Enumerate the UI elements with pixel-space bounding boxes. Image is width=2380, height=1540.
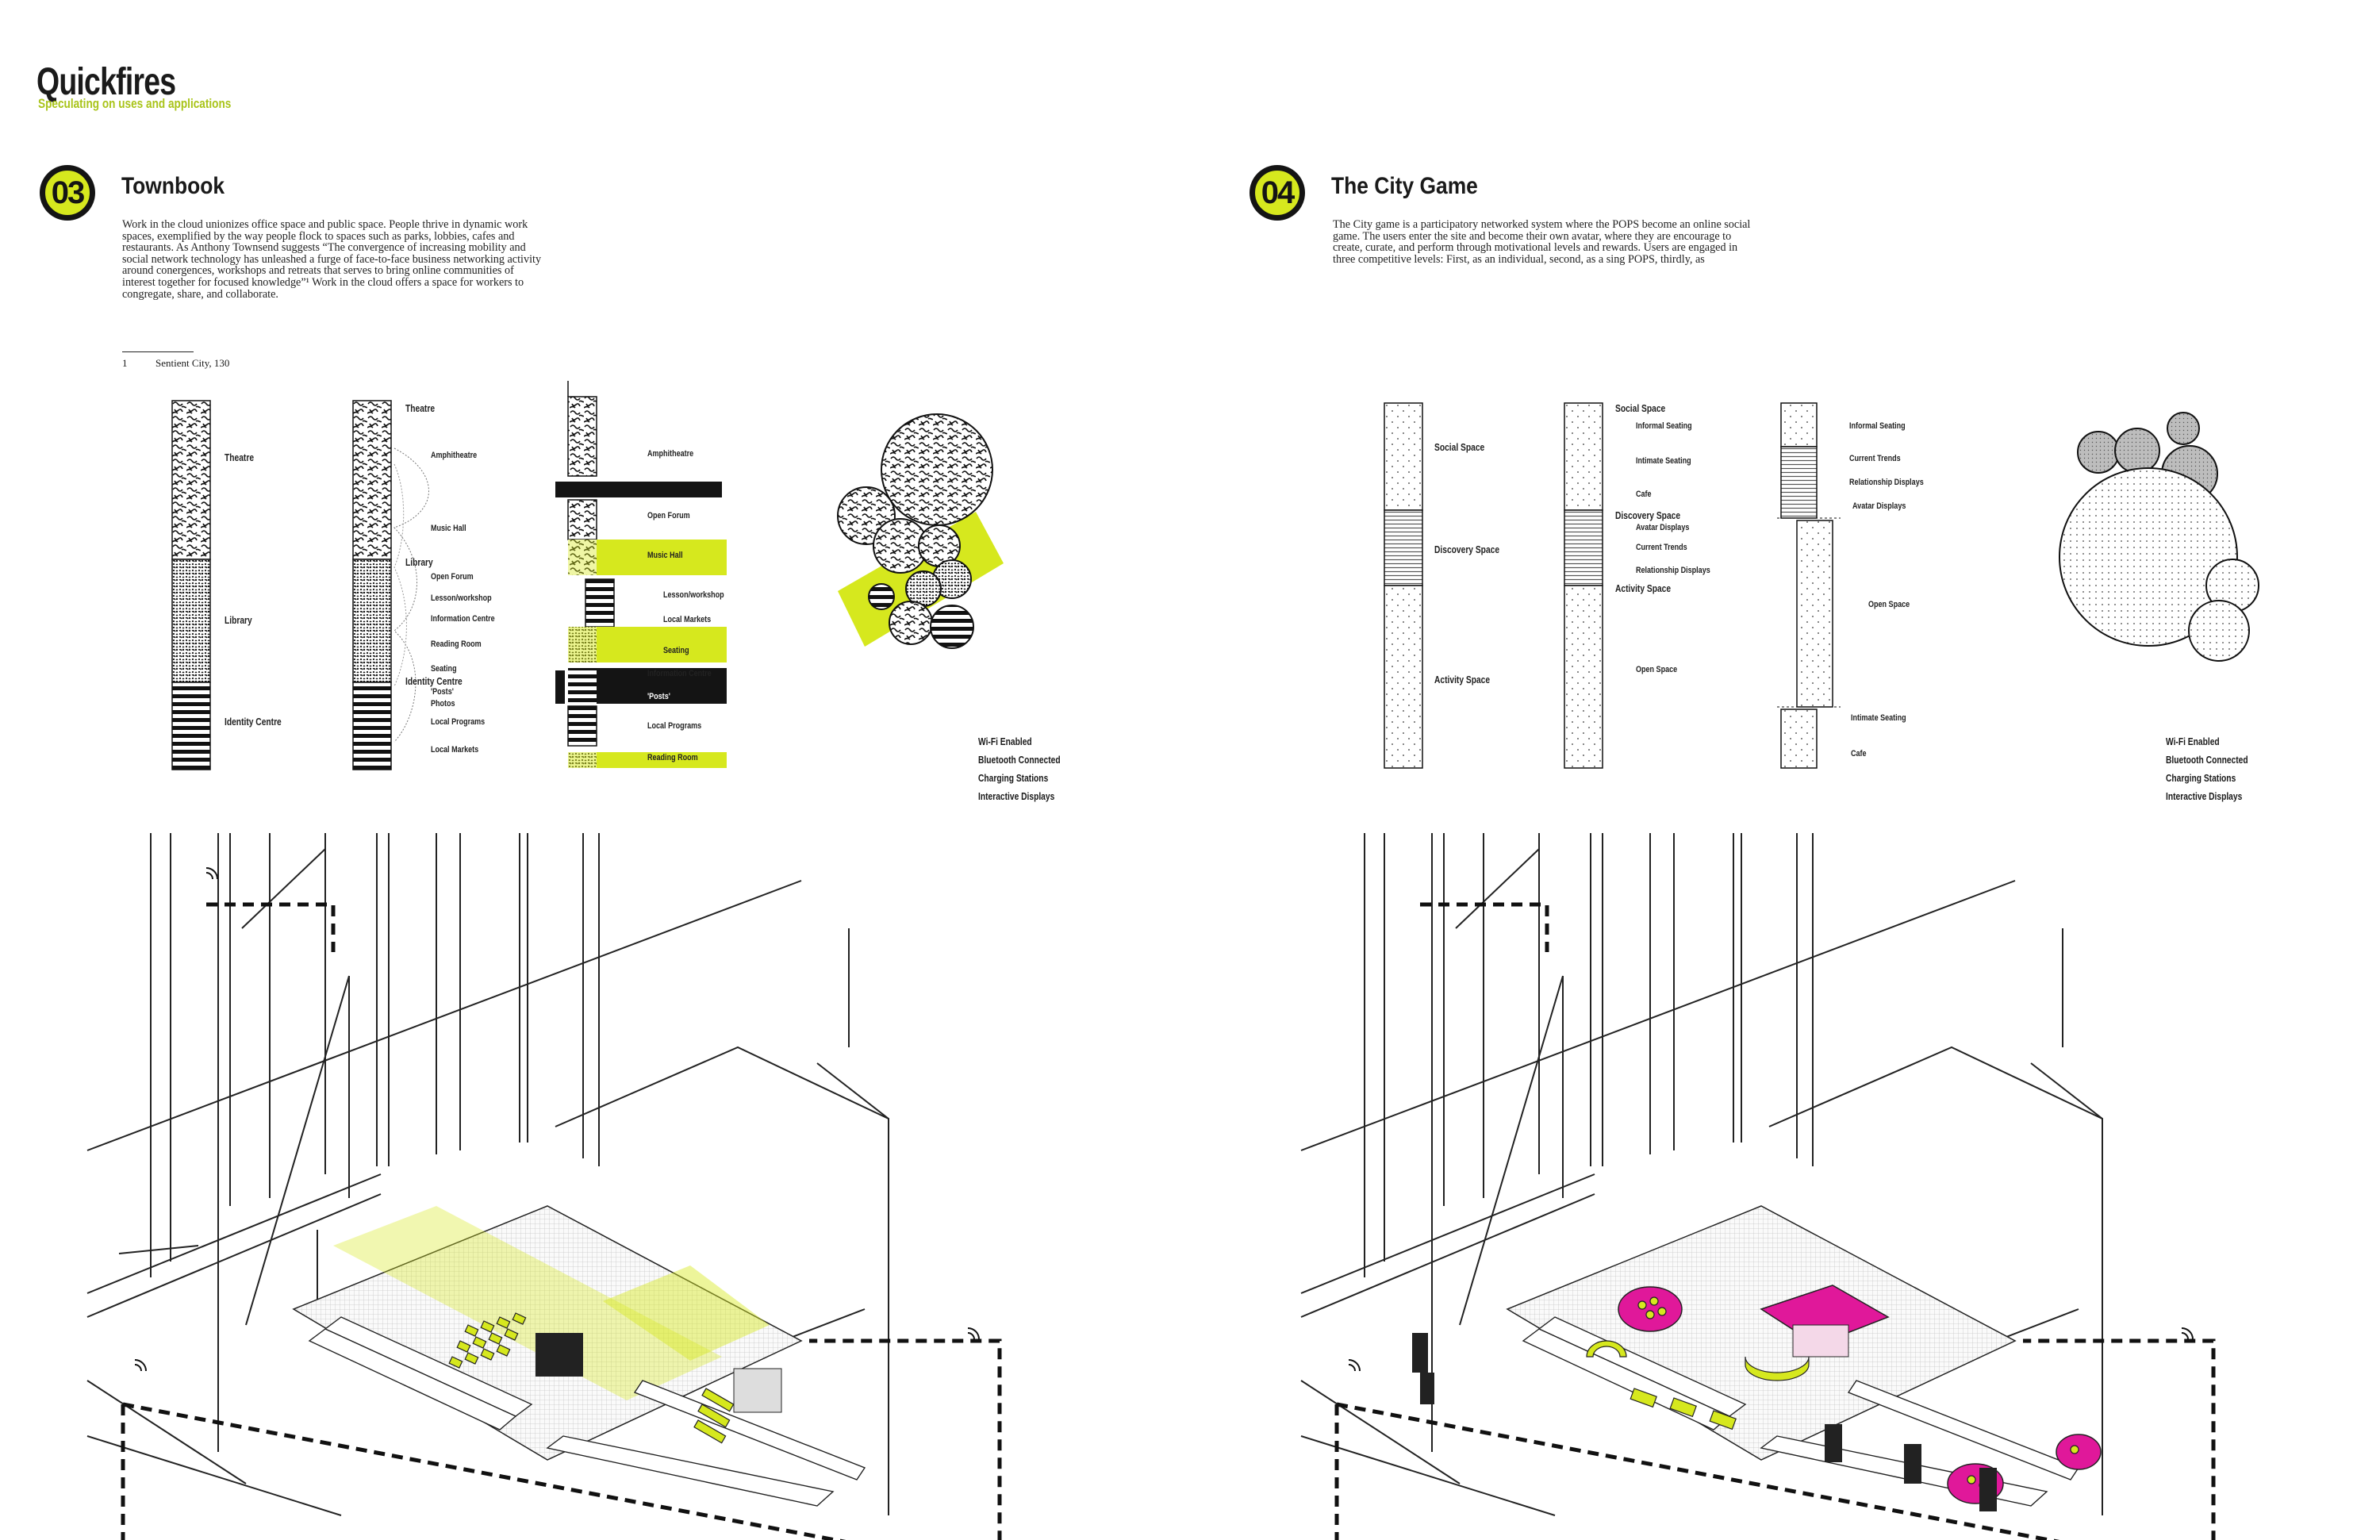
amenity-wifi: Wi-Fi Enabled (2166, 736, 2220, 747)
body-line: social network technology has unleashed … (122, 252, 542, 266)
space2-label-trends: Current Trends (1636, 543, 1687, 552)
body-line: Work in the cloud unionizes office space… (122, 218, 528, 231)
space-bar-2 (1564, 402, 1603, 769)
space2-label-social: Social Space (1615, 403, 1666, 414)
bar3-label-photos: Photos (647, 705, 672, 714)
section-number-badge: 04 (1250, 165, 1305, 221)
bar2-label-local-markets: Local Markets (431, 745, 479, 755)
body-line: interest together for focused knowledge”… (122, 275, 524, 289)
body-line: create, curate, and perform through moti… (1333, 241, 1738, 255)
bar2-label-local-programs: Local Programs (431, 717, 486, 727)
bar3-label-info: Information Centre (647, 669, 712, 678)
bar2-label-reading: Reading Room (431, 639, 482, 649)
space-label-discovery: Discovery Space (1434, 544, 1500, 555)
bar3-label-amphitheatre: Amphitheatre (647, 449, 694, 459)
amenity-charging: Charging Stations (978, 773, 1049, 784)
amenity-wifi: Wi-Fi Enabled (978, 736, 1032, 747)
axonometric-townbook (86, 833, 1002, 1540)
space3-label-avatar: Avatar Displays (1852, 501, 1906, 511)
space2-label-intimate: Intimate Seating (1636, 456, 1691, 466)
bar2-label-open-forum: Open Forum (431, 572, 474, 582)
bar2-label-lesson: Lesson/workshop (431, 593, 492, 603)
amenity-charging: Charging Stations (2166, 773, 2236, 784)
bar3-label-reading: Reading Room (647, 753, 698, 762)
bar2-label-amphitheatre: Amphitheatre (431, 451, 478, 460)
bar3-label-seating: Seating (663, 646, 689, 655)
space-label-social: Social Space (1434, 442, 1485, 453)
bar2-label-library: Library (405, 557, 433, 568)
program-bubbles (837, 413, 1004, 649)
space3-label-informal: Informal Seating (1849, 421, 1906, 431)
space-bar-3 (1777, 402, 1841, 769)
bar3-label-music-hall: Music Hall (647, 551, 683, 560)
section-number: 04 (1253, 169, 1301, 217)
bar3-label-open-forum: Open Forum (647, 511, 690, 520)
bar3-label-lesson: Lesson/workshop (663, 590, 724, 600)
space2-label-activity: Activity Space (1615, 583, 1672, 594)
body-line: The City game is a participatory network… (1333, 218, 1751, 231)
bar1-label-library: Library (225, 615, 252, 626)
section-number-badge: 03 (40, 165, 95, 221)
amenity-displays: Interactive Displays (978, 791, 1055, 802)
bar2-label-identity: Identity Centre (405, 676, 463, 687)
section-body: Work in the cloud unionizes office space… (122, 219, 614, 300)
space3-label-intimate: Intimate Seating (1851, 713, 1906, 723)
amenities-list: Wi-Fi Enabled Bluetooth Connected Chargi… (2166, 733, 2248, 806)
bar3-label-posts: 'Posts' (647, 692, 670, 701)
bar2-label-music-hall: Music Hall (431, 524, 466, 533)
space3-label-cafe: Cafe (1851, 749, 1867, 758)
body-line: around conergences, workshops and retrea… (122, 264, 514, 278)
program-bar-2 (352, 400, 429, 770)
footnote-number: 1 (122, 357, 128, 369)
space2-label-informal: Informal Seating (1636, 421, 1692, 431)
space2-label-discovery: Discovery Space (1615, 510, 1681, 521)
amenity-bluetooth: Bluetooth Connected (2166, 755, 2248, 766)
bar3-label-local-markets: Local Markets (663, 615, 712, 624)
space2-label-open: Open Space (1636, 665, 1678, 674)
space3-label-trends: Current Trends (1849, 454, 1901, 463)
space2-label-cafe: Cafe (1636, 490, 1652, 499)
bar2-label-photos: Photos (431, 699, 455, 709)
space2-label-relationship: Relationship Displays (1636, 566, 1710, 575)
body-line: game. The users enter the site and becom… (1333, 229, 1732, 243)
space3-label-relationship: Relationship Displays (1849, 478, 1924, 487)
space3-label-open: Open Space (1868, 600, 1910, 609)
space-label-activity: Activity Space (1434, 674, 1491, 686)
bar1-label-theatre: Theatre (225, 452, 255, 463)
section-title: The City Game (1331, 173, 1478, 199)
body-line: spaces, exemplified by the way people fl… (122, 229, 515, 243)
bar2-label-seating: Seating (431, 664, 457, 674)
bar1-label-identity: Identity Centre (225, 716, 282, 728)
body-line: congregate, share, and collaborate. (122, 287, 278, 301)
body-line: restaurants. As Anthony Townsend suggest… (122, 241, 526, 255)
amenities-list: Wi-Fi Enabled Bluetooth Connected Chargi… (978, 733, 1061, 806)
bar2-label-info: Information Centre (431, 614, 495, 624)
program-bar-3 (555, 381, 727, 768)
body-line: three competitive levels: First, as an i… (1333, 252, 1705, 266)
space-bubbles (2059, 412, 2259, 662)
space2-label-avatar: Avatar Displays (1636, 523, 1690, 532)
section-number: 03 (44, 169, 91, 217)
section-title: Townbook (121, 173, 225, 199)
bar3-label-local-programs: Local Programs (647, 721, 702, 731)
bar2-label-theatre: Theatre (405, 403, 436, 414)
section-body: The City game is a participatory network… (1333, 219, 1825, 265)
page-subtitle: Speculating on uses and applications (38, 96, 232, 111)
space-bar-1 (1384, 402, 1423, 769)
amenity-displays: Interactive Displays (2166, 791, 2243, 802)
amenity-bluetooth: Bluetooth Connected (978, 755, 1061, 766)
footnote-rule (122, 351, 194, 352)
program-bar-1 (171, 400, 211, 770)
axonometric-city-game (1300, 833, 2216, 1540)
page-title: Quickfires (36, 61, 176, 103)
bar2-label-posts: 'Posts' (431, 687, 454, 697)
footnote-text: Sentient City, 130 (155, 357, 230, 369)
